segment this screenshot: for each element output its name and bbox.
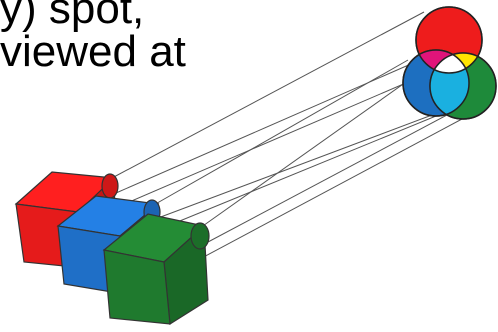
projection-line <box>152 60 408 206</box>
projection-line <box>106 70 436 212</box>
projection-line <box>116 60 420 193</box>
projection-line <box>158 112 440 218</box>
